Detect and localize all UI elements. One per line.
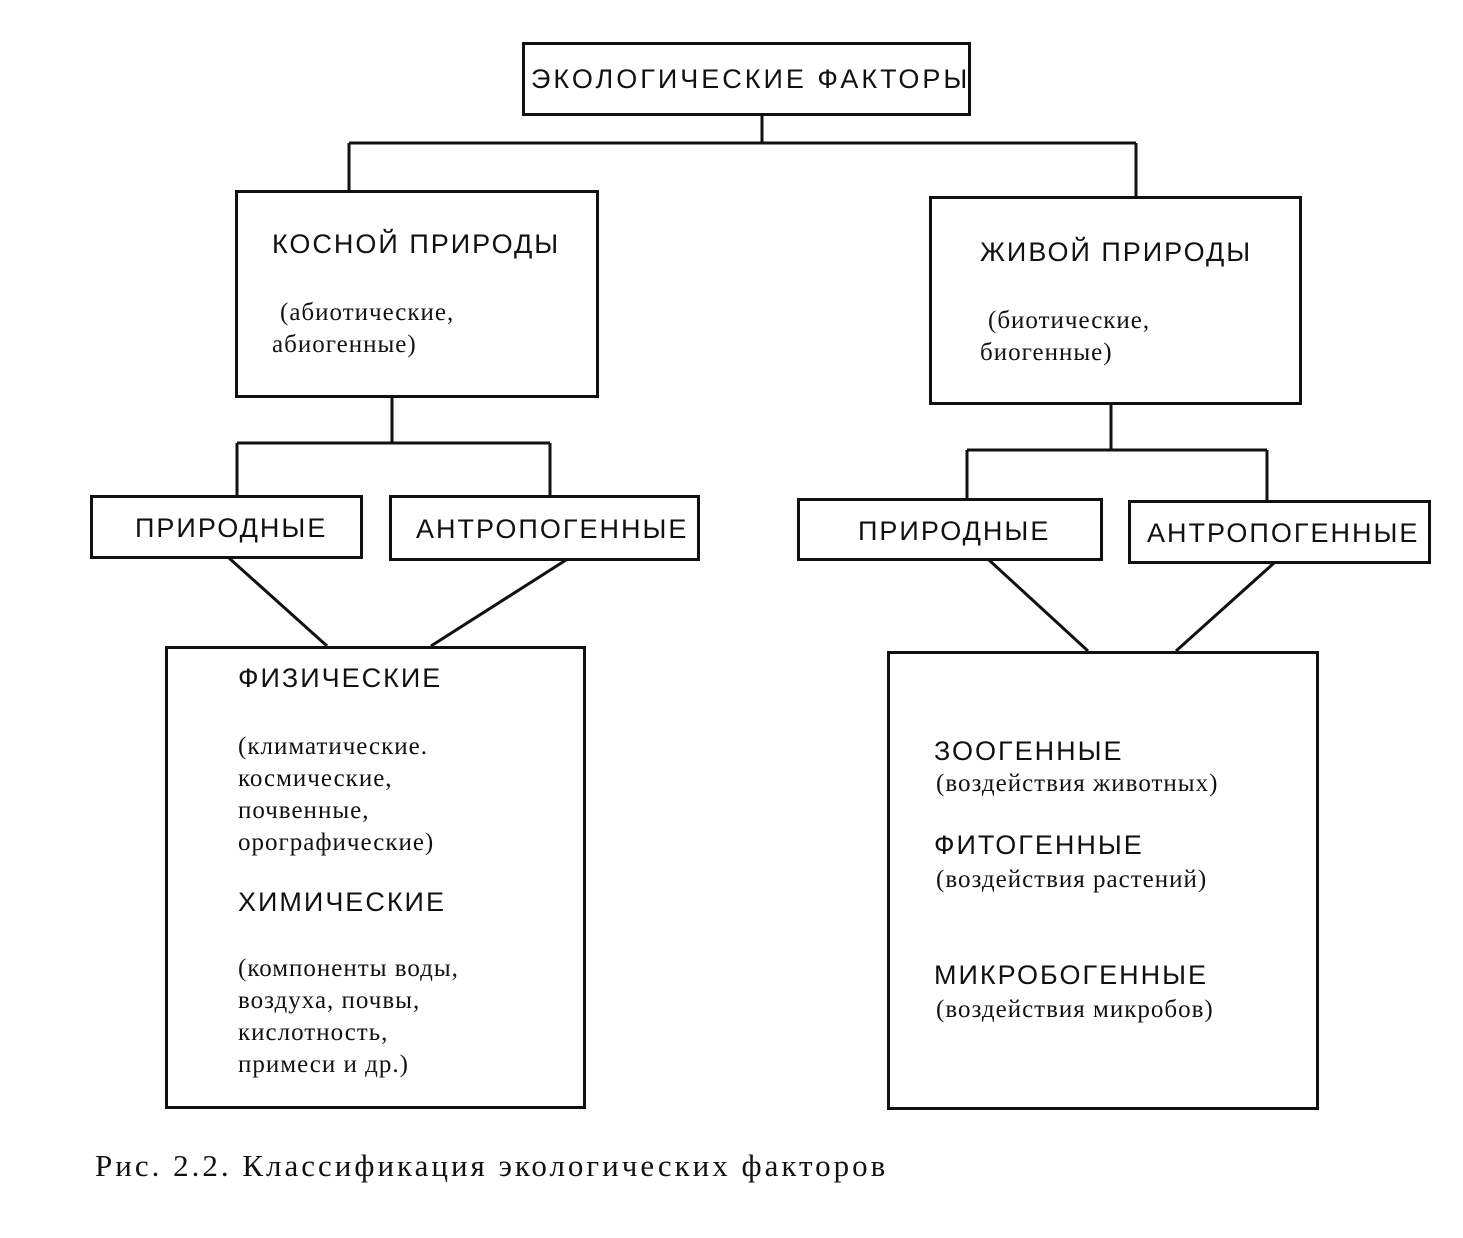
left-natural-label: ПРИРОДНЫЕ [135, 513, 328, 543]
chemical-note-2: воздуха, почвы, [238, 987, 421, 1014]
biotic-box: ЖИВОЙ ПРИРОДЫ (биотические, биогенные) [929, 196, 1302, 405]
abiotic-box: КОСНОЙ ПРИРОДЫ (абиотические, абиогенные… [235, 190, 599, 398]
figure-caption: Рис. 2.2. Классификация экологических фа… [95, 1148, 889, 1183]
micro-note: (воздействия микробов) [936, 996, 1214, 1023]
physical-notes: (климатические. космические, почвенные, … [238, 731, 434, 859]
chemical-note-4: примеси и др.) [238, 1051, 409, 1078]
biotic-note-1: (биотические, [988, 307, 1151, 334]
biotic-label: ЖИВОЙ ПРИРОДЫ [980, 237, 1253, 267]
physical-note-1: (климатические. [238, 733, 428, 760]
abiotic-note-2: абиогенные) [272, 331, 417, 358]
biotic-detail-box: ЗООГЕННЫЕ (воздействия животных) ФИТОГЕН… [887, 651, 1319, 1110]
right-natural-box: ПРИРОДНЫЕ [797, 498, 1103, 561]
phyto-note: (воздействия растений) [936, 866, 1208, 893]
root-box: ЭКОЛОГИЧЕСКИЕ ФАКТОРЫ [522, 42, 971, 116]
physical-note-3: почвенные, [238, 797, 370, 824]
physical-heading: ФИЗИЧЕСКИЕ [238, 663, 443, 693]
phyto-heading: ФИТОГЕННЫЕ [934, 830, 1144, 860]
chemical-notes: (компоненты воды, воздуха, почвы, кислот… [238, 953, 459, 1081]
biotic-note-2: биогенные) [980, 339, 1113, 366]
left-anthropogenic-label: АНТРОПОГЕННЫЕ [416, 514, 689, 544]
abiotic-note-1: (абиотические, [280, 299, 455, 326]
right-anthropogenic-label: АНТРОПОГЕННЫЕ [1147, 518, 1420, 548]
right-anthropogenic-box: АНТРОПОГЕННЫЕ [1128, 500, 1431, 564]
physical-note-2: космические, [238, 765, 393, 792]
left-anthropogenic-box: АНТРОПОГЕННЫЕ [389, 495, 700, 561]
chemical-note-1: (компоненты воды, [238, 955, 459, 982]
abiotic-label: КОСНОЙ ПРИРОДЫ [272, 229, 561, 259]
root-label: ЭКОЛОГИЧЕСКИЕ ФАКТОРЫ [531, 64, 971, 94]
chemical-note-3: кислотность, [238, 1019, 389, 1046]
zoo-note: (воздействия животных) [936, 770, 1219, 797]
left-natural-box: ПРИРОДНЫЕ [90, 495, 363, 559]
right-natural-label: ПРИРОДНЫЕ [858, 516, 1051, 546]
micro-heading: МИКРОБОГЕННЫЕ [934, 960, 1208, 990]
abiotic-detail-box: ФИЗИЧЕСКИЕ (климатические. космические, … [165, 646, 586, 1109]
physical-note-4: орографические) [238, 829, 435, 856]
zoo-heading: ЗООГЕННЫЕ [934, 736, 1124, 766]
chemical-heading: ХИМИЧЕСКИЕ [238, 887, 446, 917]
